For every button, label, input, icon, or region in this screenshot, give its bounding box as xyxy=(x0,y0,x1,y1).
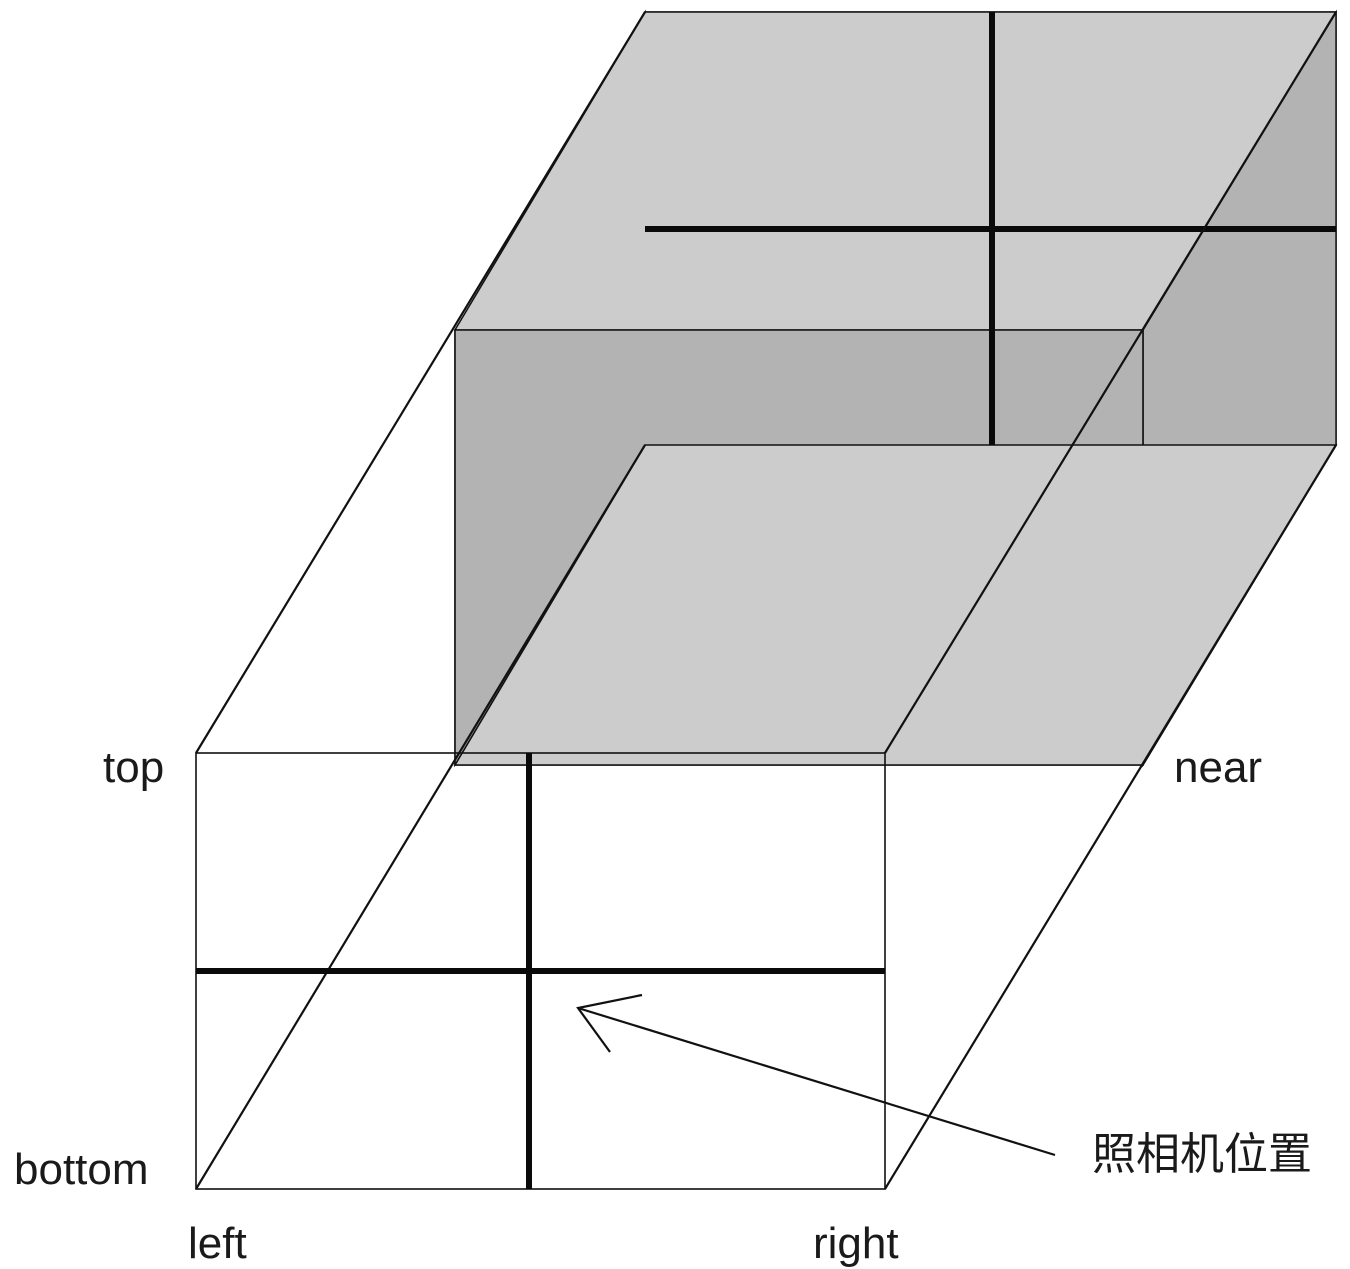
label-left: left xyxy=(188,1219,247,1268)
edge-bottom-right xyxy=(884,444,1337,1190)
label-right: right xyxy=(813,1219,899,1268)
edge-top-left xyxy=(195,11,646,754)
label-bottom: bottom xyxy=(14,1145,149,1194)
edge-bottom-left xyxy=(195,444,646,1190)
label-camera-position: 照相机位置 xyxy=(1092,1129,1312,1180)
camera-pointer-arrowhead xyxy=(576,993,643,1053)
label-near: near xyxy=(1174,743,1262,792)
label-top: top xyxy=(103,743,164,792)
edge-top-right xyxy=(884,11,1337,754)
camera-pointer-line xyxy=(577,1006,1056,1157)
